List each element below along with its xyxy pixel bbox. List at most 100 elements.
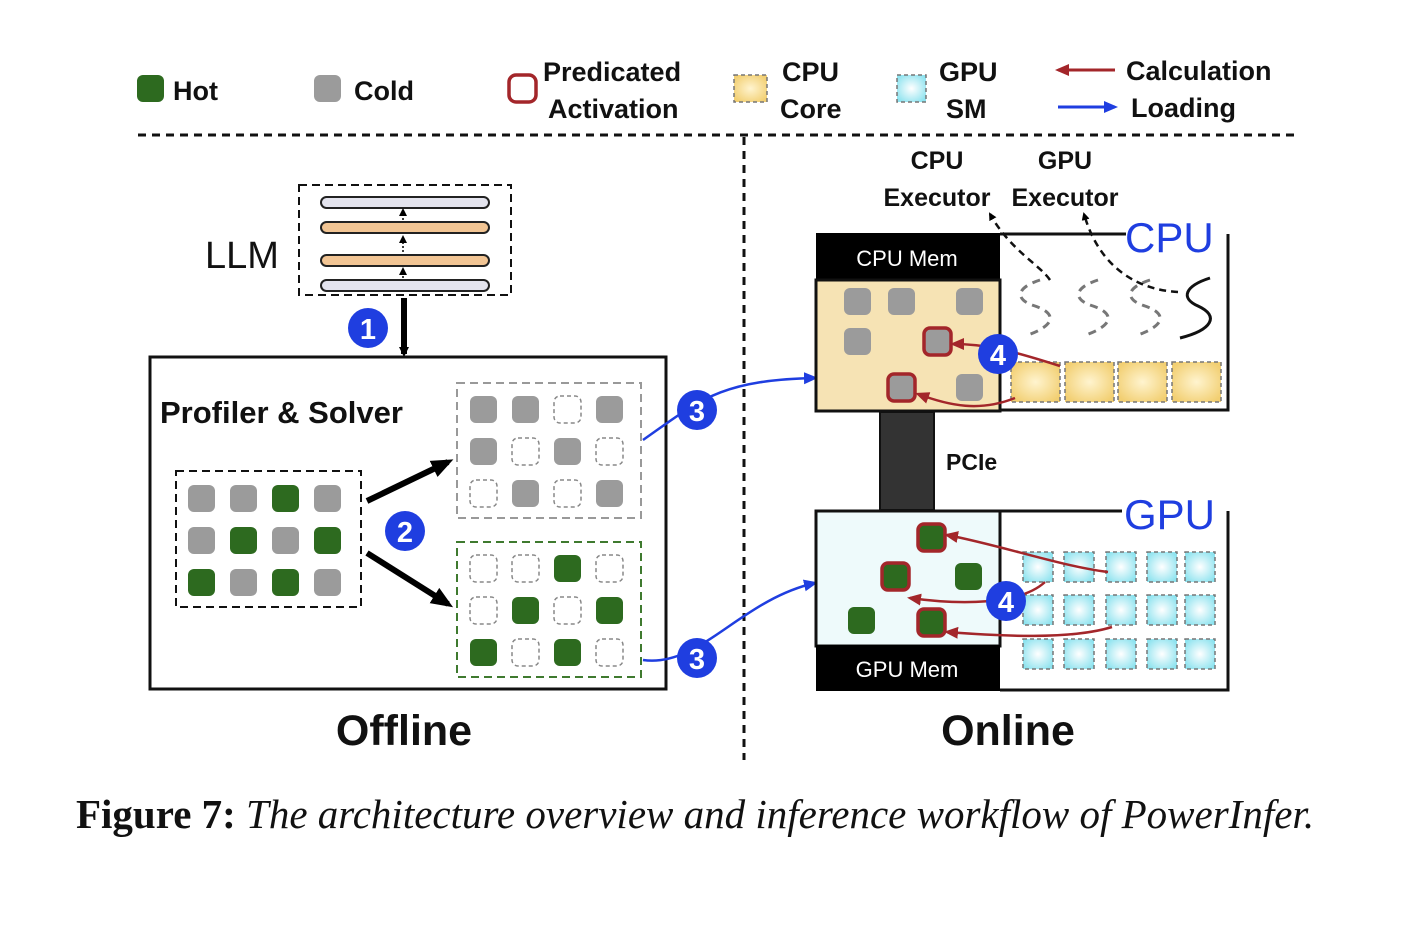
online-section-label: Online bbox=[941, 707, 1075, 755]
gpu-mem-label: GPU Mem bbox=[856, 657, 959, 682]
hot-neuron bbox=[188, 569, 215, 596]
gpu-sm bbox=[1146, 638, 1178, 670]
empty-neuron-slot bbox=[595, 638, 624, 667]
legend-cold-swatch bbox=[314, 75, 341, 102]
cpu-label: CPU bbox=[1125, 214, 1214, 261]
gpu-sm bbox=[1105, 638, 1137, 670]
legend-gpu-sm-label-2: SM bbox=[946, 94, 987, 124]
gpu-sm bbox=[1184, 594, 1216, 626]
llm-layer bbox=[320, 279, 490, 292]
cpu-core bbox=[1064, 361, 1115, 403]
gpu-sm bbox=[1184, 638, 1216, 670]
gpu-label: GPU bbox=[1124, 491, 1215, 538]
step1-number: 1 bbox=[360, 314, 376, 346]
cpu-partition-neurons bbox=[469, 395, 624, 508]
predicated-cold-neuron bbox=[922, 326, 953, 357]
step1-badge bbox=[348, 308, 388, 348]
hot-neuron bbox=[955, 563, 982, 590]
empty-neuron-slot bbox=[469, 554, 498, 583]
cold-neuron bbox=[470, 438, 497, 465]
empty-neuron-slot bbox=[553, 596, 582, 625]
profiler-solver-label: Profiler & Solver bbox=[160, 395, 403, 430]
cold-neuron bbox=[272, 527, 299, 554]
empty-neuron-slot bbox=[595, 554, 624, 583]
cold-neuron bbox=[188, 527, 215, 554]
legend-cpu-core-label-2: Core bbox=[780, 94, 842, 124]
cpu-mem-neurons bbox=[844, 288, 983, 403]
legend-cpu-core-swatch bbox=[733, 74, 768, 103]
gpu-calculation-arrow bbox=[944, 531, 1109, 574]
legend-cold-label: Cold bbox=[354, 76, 414, 106]
gpu-sm bbox=[1022, 638, 1054, 670]
offline-section-label: Offline bbox=[336, 707, 472, 755]
step2-arrow-up bbox=[365, 459, 454, 504]
gpu-sm bbox=[1184, 551, 1216, 583]
empty-neuron-slot bbox=[511, 437, 540, 466]
legend-predicated-label-1: Predicated bbox=[543, 57, 681, 87]
hot-neuron bbox=[272, 485, 299, 512]
cpu-mem-label: CPU Mem bbox=[856, 246, 957, 271]
legend-hot-swatch bbox=[137, 75, 164, 102]
gpu-sm bbox=[1063, 594, 1095, 626]
cpu-executor-label-1: CPU bbox=[911, 147, 964, 175]
hot-neuron bbox=[848, 607, 875, 634]
llm-label: LLM bbox=[205, 235, 279, 277]
gpu-sms bbox=[1022, 551, 1216, 670]
empty-neuron-slot bbox=[511, 554, 540, 583]
cold-neuron bbox=[230, 569, 257, 596]
step3-badge-gpu bbox=[677, 638, 717, 678]
idle-thread bbox=[1019, 278, 1052, 338]
cold-neuron bbox=[888, 288, 915, 315]
predicated-hot-neuron bbox=[916, 607, 947, 638]
llm-layer bbox=[320, 196, 490, 209]
gpu-executor-label-2: Executor bbox=[1012, 184, 1119, 212]
legend-loading-label: Loading bbox=[1131, 93, 1236, 123]
figure-caption: Figure 7: The architecture overview and … bbox=[76, 788, 1366, 840]
cpu-core bbox=[1117, 361, 1168, 403]
legend: Hot Cold Predicated Activation CPU Core … bbox=[137, 56, 1272, 124]
step3-number-cpu: 3 bbox=[689, 396, 705, 428]
step2-arrow-down bbox=[365, 550, 454, 608]
step4-badge-gpu bbox=[986, 581, 1026, 621]
gpu-executor-label-1: GPU bbox=[1038, 147, 1092, 175]
cold-neuron bbox=[596, 480, 623, 507]
offline-section: LLM 1 Profiler & Solver 2 Offline bbox=[148, 184, 668, 755]
empty-neuron-slot bbox=[469, 479, 498, 508]
active-thread bbox=[1179, 276, 1212, 340]
empty-neuron-slot bbox=[553, 479, 582, 508]
step2-number: 2 bbox=[397, 517, 413, 549]
cold-neuron bbox=[554, 438, 581, 465]
hot-neuron bbox=[554, 639, 581, 666]
cold-neuron bbox=[470, 396, 497, 423]
cold-neuron bbox=[188, 485, 215, 512]
online-section: CPU Executor GPU Executor CPU CPU Mem 4 … bbox=[814, 147, 1230, 755]
empty-neuron-slot bbox=[595, 437, 624, 466]
cpu-core bbox=[1171, 361, 1222, 403]
legend-hot-label: Hot bbox=[173, 76, 218, 106]
cold-neuron bbox=[314, 569, 341, 596]
step3-number-gpu: 3 bbox=[689, 644, 705, 676]
cold-neuron bbox=[844, 328, 871, 355]
llm-layer bbox=[320, 221, 490, 234]
cold-neuron bbox=[512, 480, 539, 507]
cpu-executor-label-2: Executor bbox=[884, 184, 991, 212]
cold-neuron bbox=[314, 485, 341, 512]
step2-badge bbox=[385, 511, 425, 551]
idle-thread bbox=[1129, 278, 1162, 338]
caption-text: The architecture overview and inference … bbox=[246, 791, 1315, 837]
gpu-sm bbox=[1105, 594, 1137, 626]
gpu-mem-footer bbox=[816, 645, 1000, 691]
cold-neuron bbox=[512, 396, 539, 423]
empty-neuron-slot bbox=[469, 596, 498, 625]
legend-calculation-label: Calculation bbox=[1126, 56, 1272, 86]
pcie-bus bbox=[879, 411, 935, 511]
idle-thread bbox=[1077, 278, 1110, 338]
predicated-cold-neuron bbox=[886, 372, 917, 403]
gpu-sm bbox=[1146, 594, 1178, 626]
llm-layer bbox=[320, 254, 490, 267]
hot-neuron bbox=[230, 527, 257, 554]
step3-loading-arrow-cpu bbox=[642, 372, 818, 442]
gpu-sm bbox=[1105, 551, 1137, 583]
step4-badge-cpu bbox=[978, 334, 1018, 374]
gpu-block-outline bbox=[1000, 509, 1230, 692]
